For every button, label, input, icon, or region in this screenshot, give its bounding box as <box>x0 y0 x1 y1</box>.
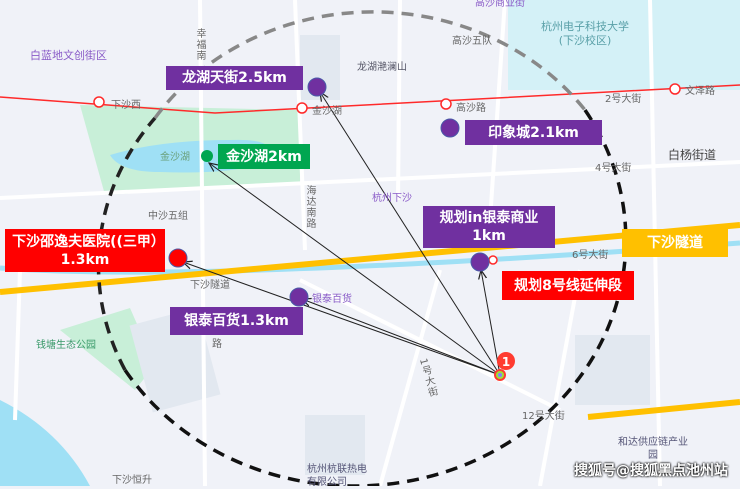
metro-station-icons <box>93 83 681 265</box>
station-wenze[interactable]: 文泽路 <box>685 86 715 97</box>
station-gaosha-road[interactable]: 高沙路 <box>456 103 486 114</box>
radius-circle-bottom <box>123 109 628 486</box>
area-gaosha5: 高沙五队 <box>452 36 492 47</box>
road-xiasha-tunnel: 下沙隧道 <box>190 280 230 291</box>
poi-hangzhou-xiasha[interactable]: 杭州下沙 <box>372 193 412 204</box>
poi-gaosha-street[interactable]: 高沙商业街 <box>475 0 525 9</box>
road-lu: 路 <box>212 339 222 350</box>
callout-yinxiang[interactable]: 印象城2.1km <box>465 120 602 145</box>
poi-lianre[interactable]: 杭州杭联热电有限公司 <box>307 464 367 488</box>
poi-hdu[interactable]: 杭州电子科技大学(下沙校区) <box>541 20 629 47</box>
area-baiyang: 白杨街道 <box>668 148 717 162</box>
poi-bailan[interactable]: 白蓝地文创街区 <box>30 49 107 62</box>
road-xingfu: 幸福南 <box>194 28 205 61</box>
xiasha-tunnel-road <box>0 222 740 295</box>
building-block <box>305 415 365 475</box>
station-xiasha-west[interactable]: 下沙西 <box>111 100 141 111</box>
area-zhongsha5: 中沙五组 <box>148 211 188 222</box>
hospital-dot[interactable] <box>168 248 188 268</box>
callout-line8[interactable]: 规划8号线延伸段 <box>502 271 634 300</box>
area-xiasha-hengsheng: 下沙恒升 <box>112 475 152 486</box>
yinxiang-dot[interactable] <box>440 118 460 138</box>
road-avenue12: 12号大街 <box>522 411 565 422</box>
callout-longhu[interactable]: 龙湖天街2.5km <box>166 66 303 90</box>
jinshahu-dot[interactable] <box>201 150 213 162</box>
road-avenue2: 2号大街 <box>605 94 642 105</box>
river <box>0 400 90 486</box>
road-avenue6: 6号大街 <box>572 250 609 261</box>
road-haida: 海达南路 <box>304 185 315 229</box>
yintai-plan-dot[interactable] <box>470 252 490 272</box>
callout-jinshahu[interactable]: 金沙湖2km <box>218 144 310 169</box>
campus-area <box>508 0 740 90</box>
callout-hospital[interactable]: 下沙邵逸夫医院((三甲）1.3km <box>5 229 165 272</box>
poi-heda[interactable]: 和达供应链产业园 <box>618 437 688 461</box>
origin-badge-number: 1 <box>502 355 510 369</box>
longhu-dot[interactable] <box>307 77 327 97</box>
poi-yintai[interactable]: 银泰百货 <box>312 294 352 305</box>
poi-longhu-lanshan[interactable]: 龙湖滟澜山 <box>357 62 407 73</box>
metro-line <box>0 84 740 114</box>
watermark: 搜狐号@搜狐黑点池州站 <box>574 463 728 479</box>
road-avenue4: 4号大街 <box>595 163 632 174</box>
poi-qiantang-park[interactable]: 钱塘生态公园 <box>36 340 96 351</box>
callout-yintai-plan[interactable]: 规划in银泰商业1km <box>423 206 555 248</box>
expressway <box>587 399 740 420</box>
station-jinshahu[interactable]: 金沙湖 <box>312 106 342 117</box>
yintai-dept-dot[interactable] <box>289 287 309 307</box>
distance-arrows <box>183 92 501 376</box>
callout-yintai-dept[interactable]: 银泰百货1.3km <box>170 307 303 335</box>
building-block <box>575 335 650 405</box>
origin-badge <box>497 352 515 370</box>
callout-tunnel[interactable]: 下沙隧道 <box>622 229 728 257</box>
lake-jinshahu: 金沙湖 <box>160 152 190 163</box>
origin-marker-center <box>498 373 502 377</box>
